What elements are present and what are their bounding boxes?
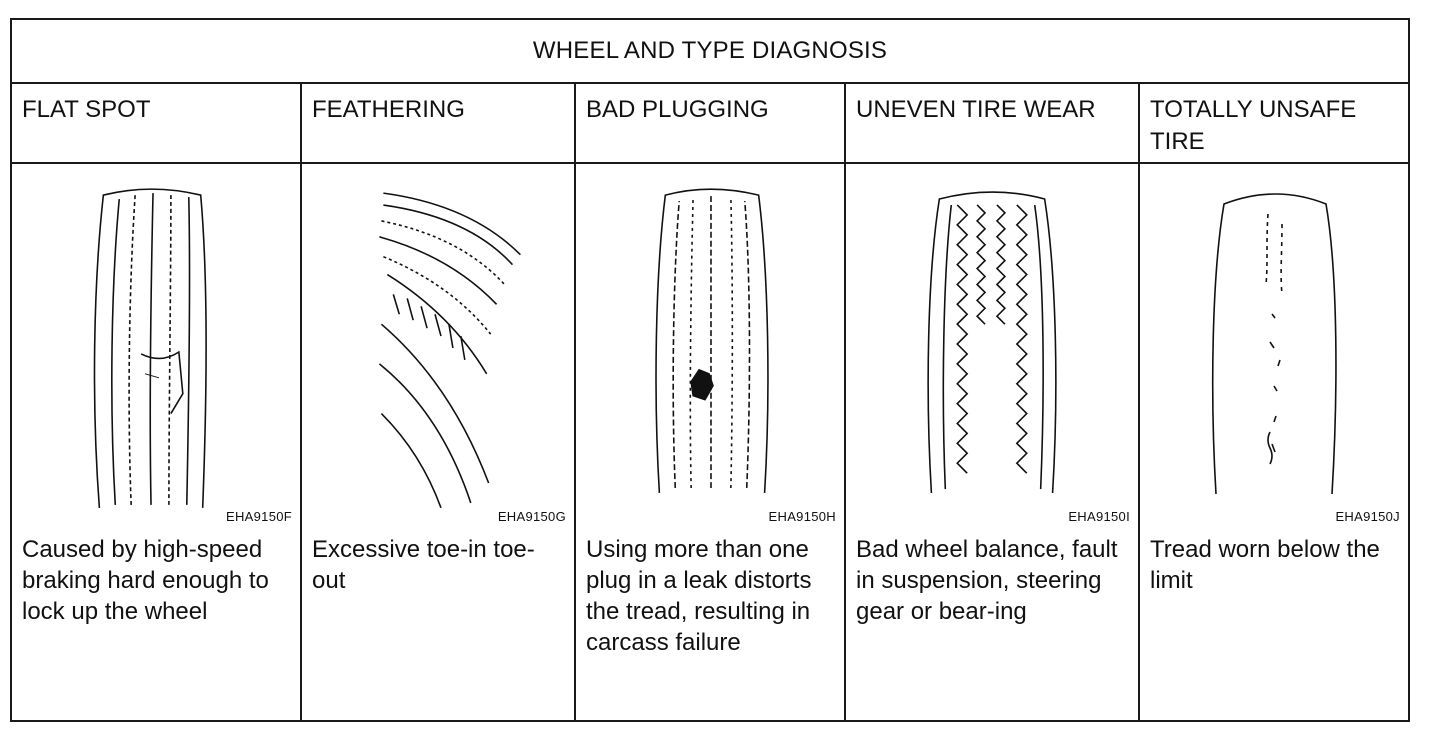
column-uneven-tire-wear: UNEVEN TIRE WEAR EHA9150I Bad wheel bala… — [846, 84, 1140, 722]
column-totally-unsafe-tire: TOTALLY UNSAFE TIRE EHA9150J Tread worn … — [1140, 84, 1408, 722]
column-description: Using more than one plug in a leak disto… — [586, 536, 812, 656]
figure-code: EHA9150F — [226, 509, 292, 524]
bad-plugging-tire-icon — [655, 188, 769, 493]
feathering-tire-icon — [378, 192, 521, 509]
figure-code: EHA9150I — [1068, 509, 1130, 524]
column-flat-spot: FLAT SPOT EHA9150F Caused by high-speed … — [12, 84, 302, 722]
flat-spot-tire-icon — [93, 188, 207, 508]
figure-cell: EHA9150G — [302, 164, 574, 534]
column-bad-plugging: BAD PLUGGING EHA9150H Using more than on… — [576, 84, 846, 722]
figure-cell: EHA9150H — [576, 164, 844, 534]
column-description: Tread worn below the limit — [1150, 536, 1380, 594]
uneven-wear-tire-icon — [927, 191, 1057, 494]
column-description: Caused by high-speed braking hard enough… — [22, 536, 269, 625]
unsafe-tire-icon — [1211, 193, 1337, 495]
column-description: Bad wheel balance, fault in suspension, … — [856, 536, 1118, 625]
figure-cell: EHA9150I — [846, 164, 1138, 534]
diagnosis-table: WHEEL AND TYPE DIAGNOSIS FLAT SPOT EHA91… — [10, 18, 1410, 722]
column-heading: TOTALLY UNSAFE TIRE — [1140, 84, 1408, 164]
table-title: WHEEL AND TYPE DIAGNOSIS — [12, 20, 1408, 84]
table-columns: FLAT SPOT EHA9150F Caused by high-speed … — [12, 84, 1408, 722]
figure-code: EHA9150J — [1335, 509, 1400, 524]
column-heading: FLAT SPOT — [12, 84, 300, 164]
figure-cell: EHA9150F — [12, 164, 300, 534]
figure-code: EHA9150H — [768, 509, 836, 524]
figure-code: EHA9150G — [497, 509, 566, 524]
figure-cell: EHA9150J — [1140, 164, 1408, 534]
column-feathering: FEATHERING EHA9150G Excessive toe-in toe… — [302, 84, 576, 722]
column-heading: UNEVEN TIRE WEAR — [846, 84, 1138, 164]
column-heading: FEATHERING — [302, 84, 574, 164]
column-description: Excessive toe-in toe-out — [312, 536, 535, 594]
column-heading: BAD PLUGGING — [576, 84, 844, 164]
